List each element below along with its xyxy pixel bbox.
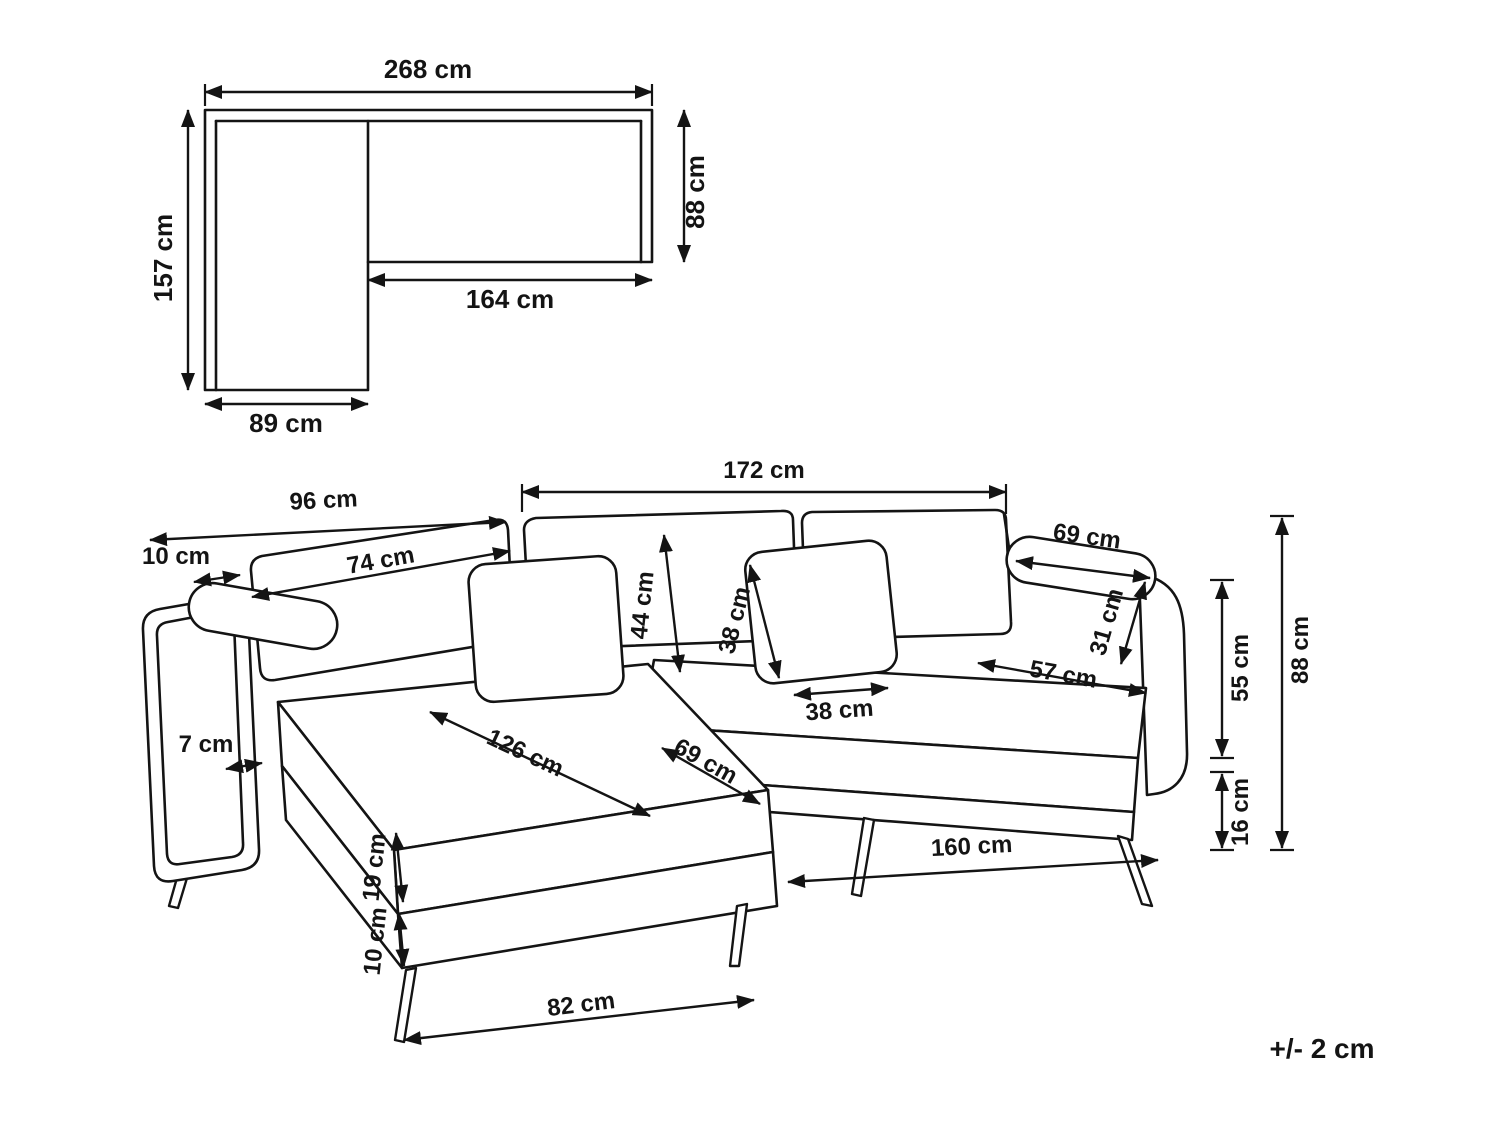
dim-ground-clearance: 16 cm <box>1210 770 1254 852</box>
dim-chaise-back-width: 96 cm <box>149 485 507 547</box>
dim-top-chaise-width: 89 cm <box>204 397 369 438</box>
dim-label-back-section-width: 172 cm <box>723 457 804 484</box>
tolerance-note: +/- 2 cm <box>1269 1033 1374 1064</box>
sofa-leg-front-left <box>393 966 418 1044</box>
dim-seat-height: 55 cm <box>1210 578 1254 760</box>
dim-label-armrest-drop: 31 cm <box>1084 585 1129 658</box>
right-armrest-side <box>1138 574 1189 797</box>
dim-label-chaise-width: 89 cm <box>249 408 323 438</box>
dim-pillow-width: 38 cm <box>793 682 889 727</box>
dim-top-total-width: 268 cm <box>203 54 654 106</box>
chaise-base-left <box>280 764 404 970</box>
back-frame-line <box>1002 512 1011 550</box>
plan-outline <box>203 108 654 392</box>
sofa-leg-front-right <box>728 902 749 968</box>
dim-label-total-width: 268 cm <box>384 54 472 84</box>
throw-pillow-right <box>743 539 899 685</box>
dim-label-ground-clearance: 16 cm <box>1227 778 1254 846</box>
sofa-drawing <box>141 508 1189 1044</box>
dim-arm-panel-thickness: 7 cm <box>179 731 263 774</box>
top-view: 268 cm 157 cm 88 cm 164 cm 89 cm <box>148 54 710 438</box>
dim-label-right-width: 164 cm <box>466 284 554 314</box>
throw-pillow-left <box>467 554 625 704</box>
dim-back-section-width: 172 cm <box>520 457 1008 514</box>
dim-top-left-depth: 157 cm <box>148 109 195 391</box>
dim-label-arm-back-gap: 10 cm <box>142 543 210 570</box>
dim-top-right-depth: 88 cm <box>677 109 710 263</box>
dim-label-arm-panel-thickness: 7 cm <box>179 731 234 758</box>
dim-label-pillow-width: 38 cm <box>805 695 875 727</box>
dim-label-seat-height: 55 cm <box>1227 634 1254 702</box>
dim-label-left-depth: 157 cm <box>148 214 178 302</box>
dim-label-front-section-width: 160 cm <box>930 831 1013 862</box>
sofa-leg-right <box>1116 834 1154 908</box>
dim-chaise-front-width: 82 cm <box>403 987 755 1046</box>
dim-label-chaise-back-width: 96 cm <box>289 485 358 516</box>
dim-label-right-depth: 88 cm <box>680 155 710 229</box>
dim-label-total-height: 88 cm <box>1287 616 1314 684</box>
sofa-leg-middle <box>850 816 876 898</box>
dim-front-section-width: 160 cm <box>787 831 1159 888</box>
dim-arm-back-gap: 10 cm <box>142 543 241 587</box>
dim-top-right-width: 164 cm <box>367 273 653 314</box>
dim-label-base-frame-height: 10 cm <box>359 906 393 977</box>
dim-total-height: 88 cm <box>1270 514 1314 852</box>
sofa-dimensions: 172 cm 96 cm 10 cm 74 cm 44 cm 38 cm <box>142 457 1314 1046</box>
